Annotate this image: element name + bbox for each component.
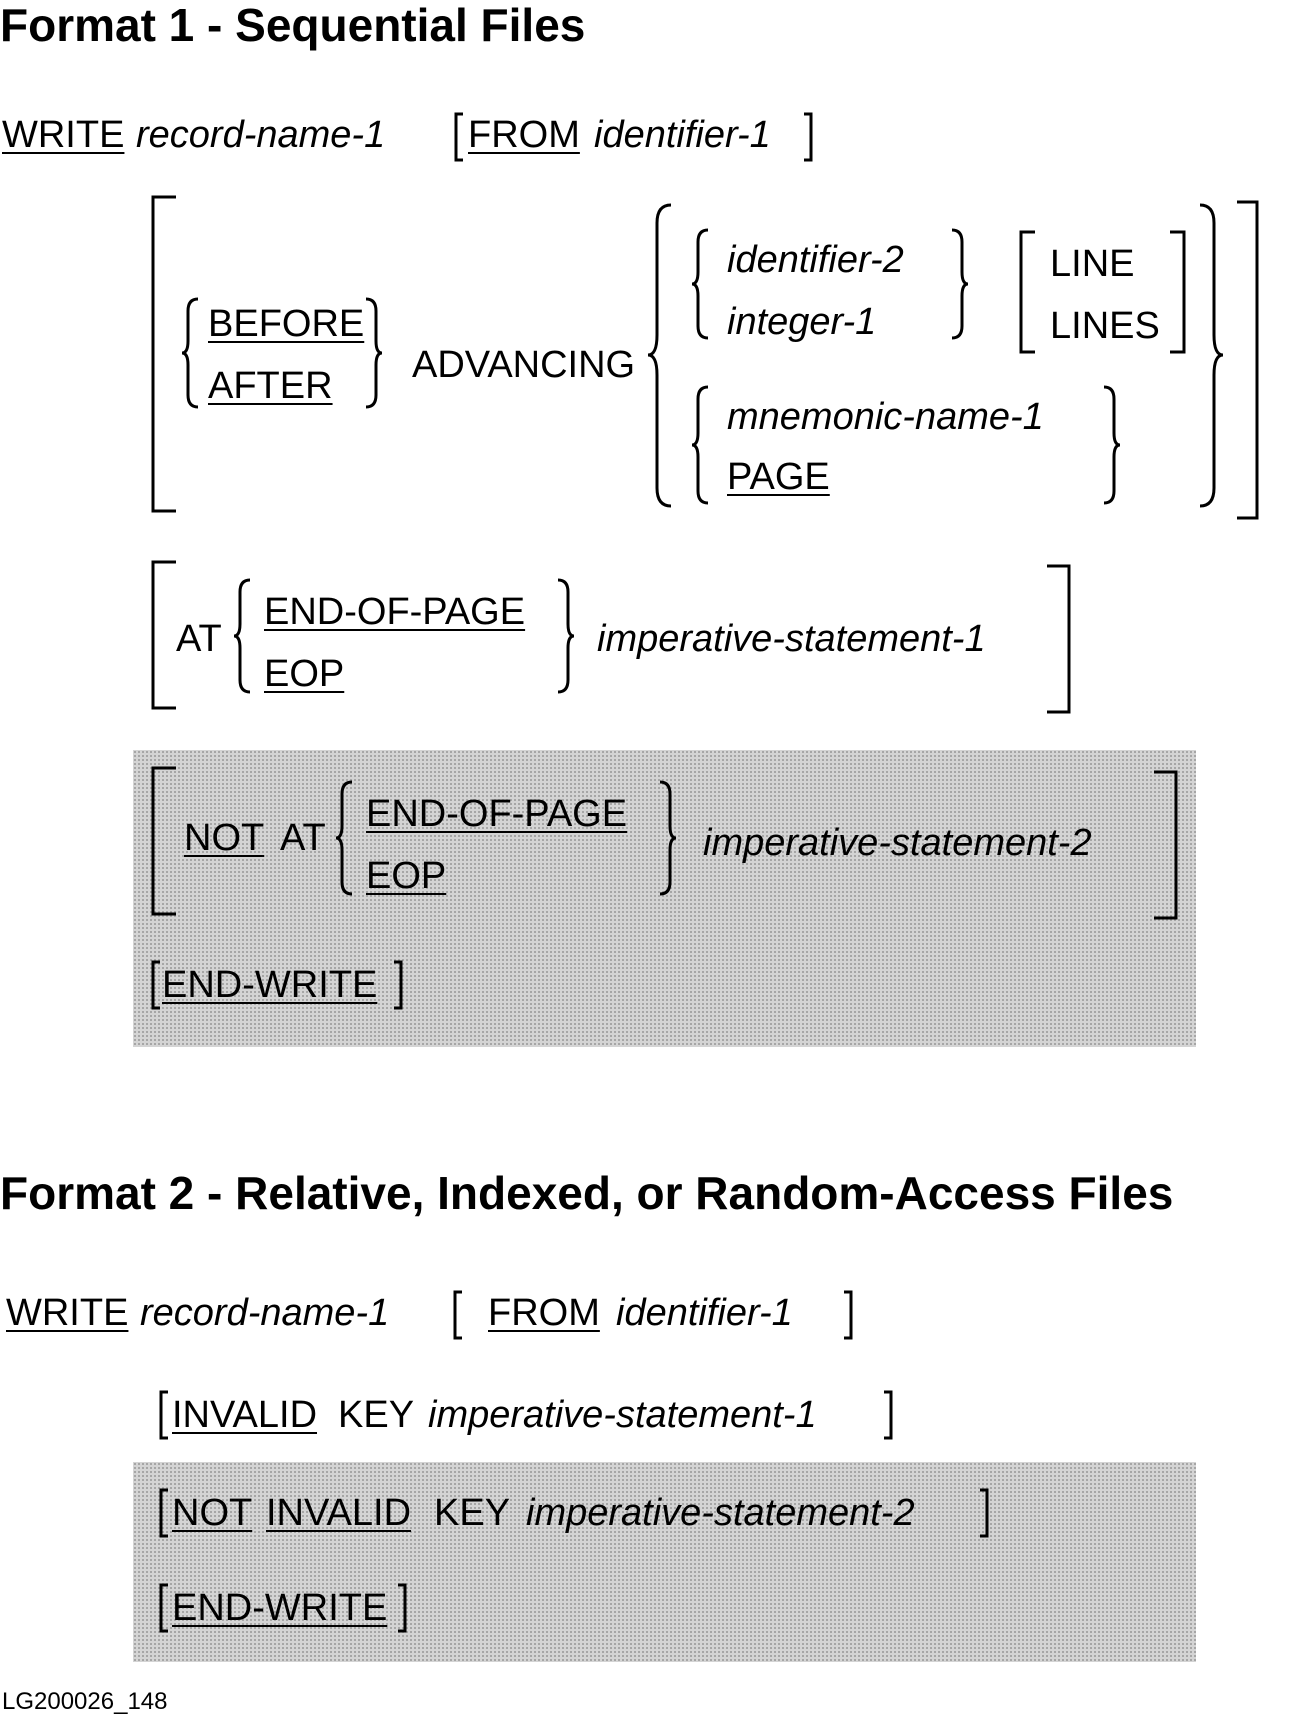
format2-from-bracket-right [844, 1290, 853, 1340]
imperative-statement-2: imperative-statement-2 [703, 822, 1092, 864]
invalid-key-bracket-right [884, 1390, 893, 1440]
advancing-keyword: ADVANCING [412, 344, 636, 386]
format2-write-keyword: WRITE [6, 1292, 129, 1334]
format1-write-keyword: WRITE [2, 114, 125, 156]
before-keyword: BEFORE [208, 303, 365, 345]
advancing-bracket-right [1237, 200, 1259, 520]
line-keyword: LINE [1050, 243, 1135, 285]
page-keyword: PAGE [727, 456, 830, 498]
after-keyword: AFTER [208, 365, 333, 407]
format1-record-name: record-name-1 [136, 114, 386, 156]
format1-from-keyword: FROM [468, 114, 580, 156]
format1-end-write-keyword: END-WRITE [162, 964, 378, 1006]
eop-brace-left [233, 578, 251, 694]
before-after-brace-right [365, 297, 383, 409]
eop-keyword: EOP [264, 653, 345, 695]
format2-heading: Format 2 - Relative, Indexed, or Random-… [0, 1167, 1174, 1219]
figure-id: LG200026_148 [2, 1688, 168, 1715]
key-keyword: KEY [338, 1394, 415, 1436]
format1-heading: Format 1 - Sequential Files [0, 0, 586, 51]
not-eop-brace-right [659, 780, 677, 896]
not-keyword: NOT [184, 817, 265, 859]
advancing-options-brace-left [647, 203, 672, 508]
invalid-keyword: INVALID [172, 1394, 318, 1436]
format2-imperative-statement-1: imperative-statement-1 [428, 1394, 817, 1436]
identifier-integer-brace-right [951, 228, 969, 340]
format2-from-keyword: FROM [488, 1292, 600, 1334]
lines-keyword: LINES [1050, 305, 1160, 347]
not-at-keyword: AT [280, 817, 326, 859]
not-eop-brace-left [335, 780, 353, 896]
not-invalid-key-bracket-left [159, 1488, 168, 1538]
at-eop-bracket-left [151, 560, 176, 710]
format1-end-write-bracket-right [394, 960, 403, 1010]
format1-identifier-1: identifier-1 [594, 114, 771, 156]
identifier-2: identifier-2 [727, 239, 904, 281]
integer-1: integer-1 [727, 301, 877, 343]
format1-end-write-bracket-left [151, 960, 160, 1010]
format2-end-write-keyword: END-WRITE [172, 1587, 388, 1629]
format2-not-keyword: NOT [172, 1492, 253, 1534]
not-at-eop-bracket-right [1154, 770, 1178, 920]
format1-shaded-region [133, 750, 1196, 1047]
imperative-statement-1: imperative-statement-1 [597, 618, 986, 660]
format1-from-bracket-right [804, 112, 813, 162]
identifier-integer-brace-left [691, 228, 709, 340]
format2-record-name: record-name-1 [140, 1292, 390, 1334]
at-keyword: AT [176, 618, 222, 660]
end-of-page-keyword: END-OF-PAGE [264, 591, 526, 633]
eop-brace-right [557, 578, 575, 694]
mnemonic-name-1: mnemonic-name-1 [727, 396, 1044, 438]
format2-imperative-statement-2: imperative-statement-2 [526, 1492, 915, 1534]
format2-end-write-bracket-right [398, 1583, 407, 1633]
format2-shaded-region [133, 1462, 1196, 1662]
format2-identifier-1: identifier-1 [616, 1292, 793, 1334]
mnemonic-page-brace-left [691, 385, 709, 505]
not-invalid-keyword: INVALID [266, 1492, 412, 1534]
line-lines-bracket-left [1019, 230, 1035, 354]
line-lines-bracket-right [1170, 230, 1186, 354]
at-eop-bracket-right [1047, 564, 1071, 714]
invalid-key-bracket-left [159, 1390, 168, 1440]
not-end-of-page-keyword: END-OF-PAGE [366, 793, 628, 835]
mnemonic-page-brace-right [1103, 385, 1121, 505]
advancing-options-brace-right [1199, 203, 1224, 508]
not-key-keyword: KEY [434, 1492, 511, 1534]
not-at-eop-bracket-left [151, 766, 176, 916]
format2-from-bracket-left [453, 1290, 462, 1340]
not-invalid-key-bracket-right [980, 1488, 989, 1538]
not-eop-keyword: EOP [366, 855, 447, 897]
advancing-bracket-left [151, 195, 176, 513]
format1-from-bracket-left [454, 112, 463, 162]
before-after-brace-left [181, 297, 199, 409]
format2-end-write-bracket-left [159, 1583, 168, 1633]
